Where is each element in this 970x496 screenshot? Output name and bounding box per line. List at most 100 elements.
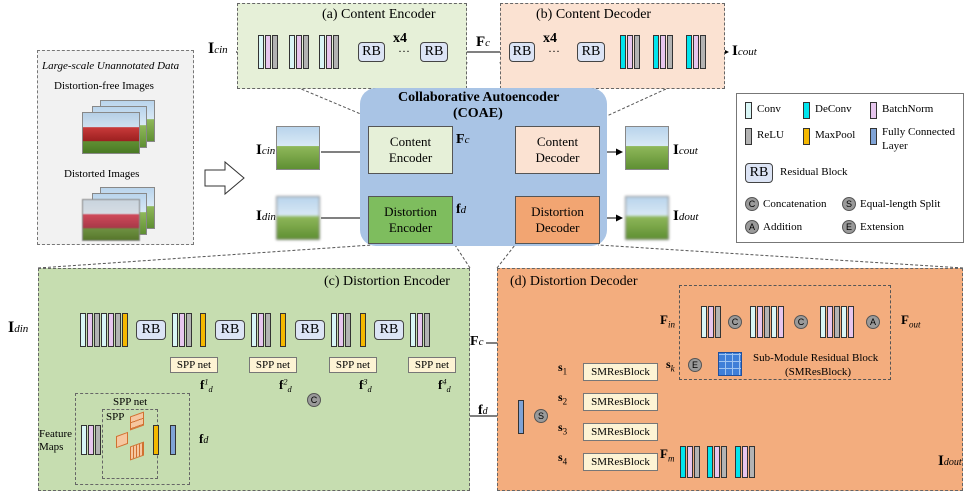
batchnorm-layer [693, 35, 699, 69]
fc-dec-label: Fc [470, 334, 484, 349]
sub-module-subtitle: (SMResBlock) [785, 366, 851, 378]
data-box-title: Large-scale Unannotated Data [42, 60, 180, 72]
relu-layer [265, 313, 271, 347]
conv-layer [251, 313, 257, 347]
conv-layer [820, 306, 826, 338]
relu-layer [700, 35, 706, 69]
legend-conv: Conv [757, 103, 781, 115]
deconv-layer [653, 35, 659, 69]
i-dout-dec-label: Idout [938, 453, 962, 469]
batchnorm-layer [417, 313, 423, 347]
legend-add-icon: A [745, 220, 759, 234]
batchnorm-layer [742, 446, 748, 478]
repeat-label: x4 [543, 31, 557, 46]
conv-layer [701, 306, 707, 338]
legend-maxpool: MaxPool [815, 129, 856, 141]
split-icon: S [534, 409, 548, 423]
legend-deconv-swatch [803, 102, 810, 119]
spp-net-detail-title: SPP net [113, 396, 148, 408]
batchnorm-layer [87, 313, 93, 347]
batchnorm-layer [296, 35, 302, 69]
fd-out-label: fd [478, 403, 488, 418]
ellipsis: ··· [398, 44, 410, 58]
conv-layer [80, 313, 86, 347]
fd3-label: f3d [359, 377, 372, 394]
extension-icon: E [688, 358, 702, 372]
fc-mid-label: Fc [456, 132, 470, 147]
batchnorm-layer [848, 306, 854, 338]
conv-layer [101, 313, 107, 347]
extended-tensor-cube [718, 352, 742, 376]
batchnorm-layer [627, 35, 633, 69]
legend-rb-swatch: RB [745, 163, 773, 183]
residual-block: RB [509, 42, 535, 62]
legend-batchnorm-swatch [870, 102, 877, 119]
fm-label: Fm [660, 446, 675, 464]
addition-icon: A [866, 315, 880, 329]
smresblock-detail [679, 285, 891, 380]
distorted-image-front [82, 199, 140, 241]
i-din-mid-label: Idin [256, 208, 276, 224]
f-c-label: Fc [476, 34, 491, 50]
deconv-layer [680, 446, 686, 478]
legend-split-icon: S [842, 197, 856, 211]
relu-layer [345, 313, 351, 347]
legend-extension-icon: E [842, 220, 856, 234]
maxpool-layer [122, 313, 128, 347]
batchnorm-layer [660, 35, 666, 69]
content-decoder-box: Content Decoder [515, 126, 600, 174]
content-encoder-box: Content Encoder [368, 126, 453, 174]
legend-split: Equal-length Split [860, 198, 941, 210]
batchnorm-layer [714, 446, 720, 478]
i-dout-mid-label: Idout [673, 208, 699, 224]
spp-net-box: SPP net [170, 357, 218, 373]
batchnorm-layer [708, 306, 714, 338]
coae-title: Collaborative Autoencoder [398, 90, 560, 105]
distortion-encoder-panel [38, 268, 470, 491]
relu-layer [333, 35, 339, 69]
relu-layer [95, 425, 101, 455]
spp-title: SPP [106, 411, 125, 423]
legend-maxpool-swatch [803, 128, 810, 145]
distortion-decoder-box: Distortion Decoder [515, 196, 600, 244]
relu-layer [634, 35, 640, 69]
sub-module-title: Sub-Module Residual Block [753, 352, 879, 364]
fc-layer [518, 400, 524, 434]
batchnorm-layer [108, 313, 114, 347]
legend-concat: Concatenation [763, 198, 827, 210]
smresblock-1: SMResBlock [583, 363, 658, 381]
s1-label: s1 [558, 360, 568, 377]
legend-add: Addition [763, 221, 803, 233]
deconv-layer [707, 446, 713, 478]
spp-net-box: SPP net [408, 357, 456, 373]
conv-layer [750, 306, 756, 338]
fin-label: Fin [660, 312, 675, 330]
legend-relu: ReLU [757, 129, 784, 141]
distortion-encoder-box: Distortion Encoder [368, 196, 453, 244]
batchnorm-layer [687, 446, 693, 478]
relu-layer [721, 446, 727, 478]
relu-layer [749, 446, 755, 478]
relu-layer [834, 306, 840, 338]
batchnorm-layer [326, 35, 332, 69]
clean-image-front [82, 112, 140, 154]
distortion-encoder-title: (c) Distortion Encoder [324, 274, 450, 289]
relu-layer [115, 313, 121, 347]
batchnorm-layer [827, 306, 833, 338]
i-din-enc-label: Idin [8, 319, 29, 336]
ellipsis: ··· [548, 44, 560, 58]
content-output-image [625, 126, 669, 170]
maxpool-layer [153, 425, 159, 455]
legend-concat-icon: C [745, 197, 759, 211]
residual-block: RB [358, 42, 385, 62]
conv-layer [841, 306, 847, 338]
legend-box [736, 93, 964, 243]
legend-deconv: DeConv [815, 103, 852, 115]
residual-block: RB [577, 42, 605, 62]
concat-icon: C [307, 393, 321, 407]
batchnorm-layer [258, 313, 264, 347]
conv-layer [410, 313, 416, 347]
i-cout-mid-label: Icout [673, 142, 698, 158]
batchnorm-layer [338, 313, 344, 347]
